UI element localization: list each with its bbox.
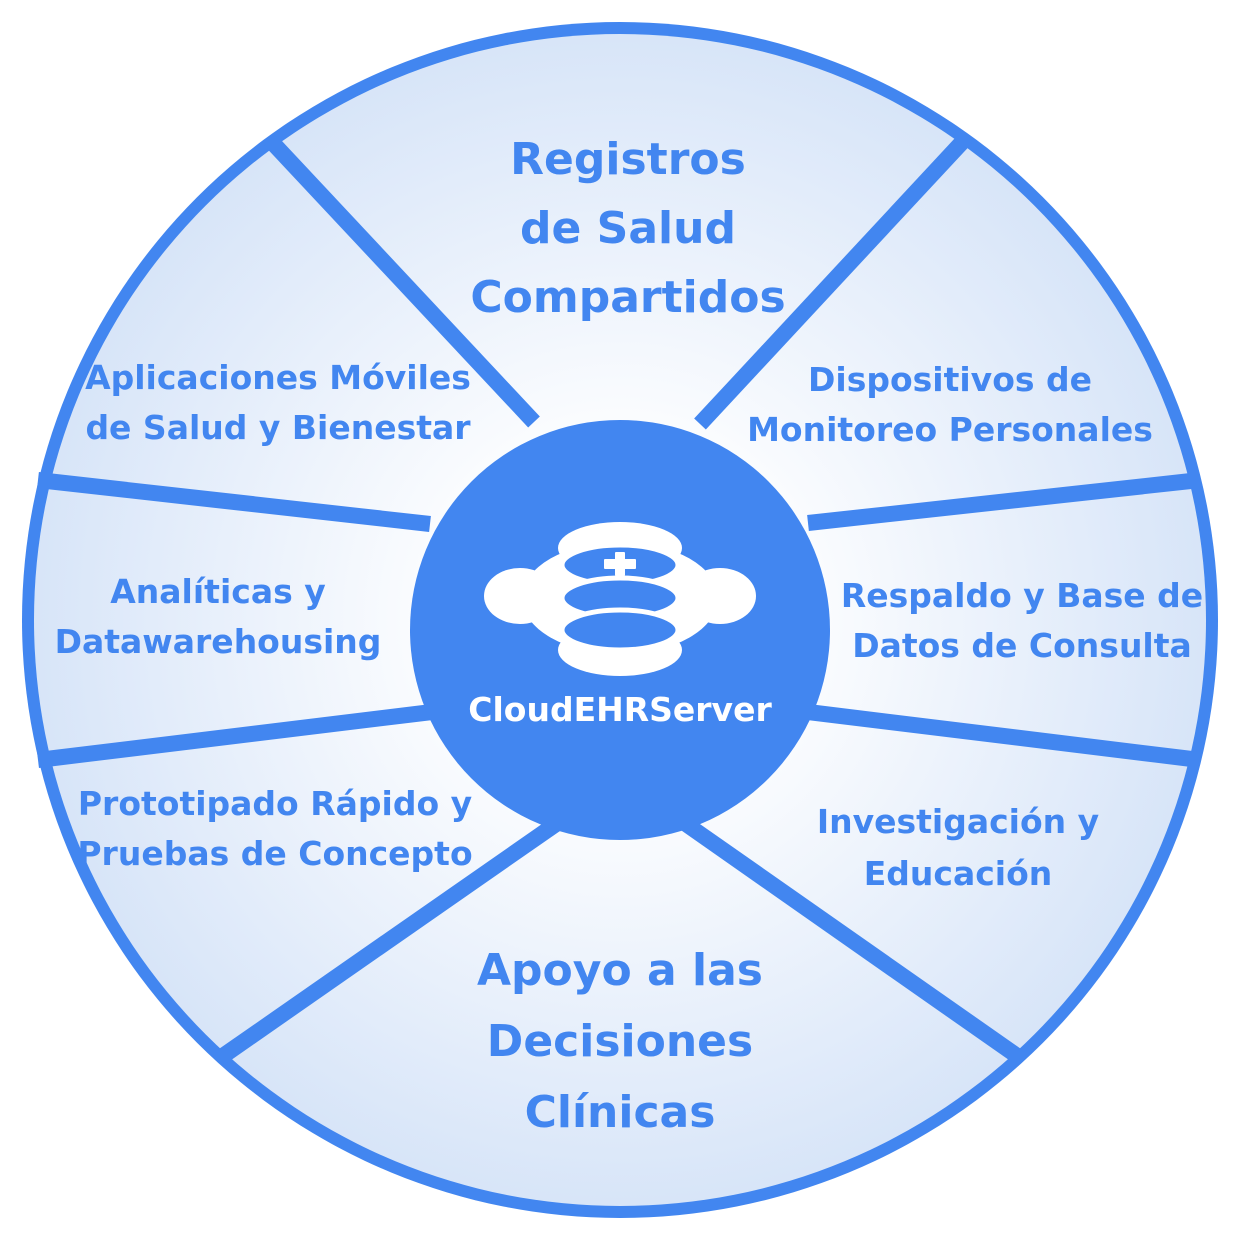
segment-label-left: Analíticas y Datawarehousing bbox=[55, 572, 382, 661]
database-cloud-icon bbox=[484, 522, 756, 676]
segment-label-line: Clínicas bbox=[525, 1087, 716, 1138]
spoke-divider bbox=[264, 134, 540, 428]
segment-label-bottom-right: Investigación y Educación bbox=[817, 802, 1099, 893]
spoke-divider bbox=[681, 817, 1025, 1065]
spoke-divider bbox=[807, 704, 1201, 768]
segment-label-top-left: Aplicaciones Móviles de Salud y Bienestar bbox=[85, 358, 471, 447]
spoke-divider bbox=[694, 132, 972, 430]
segment-label-line: Prototipado Rápido y bbox=[78, 784, 472, 823]
segment-label-line: Datos de Consulta bbox=[852, 626, 1192, 665]
segment-label-line: de Salud bbox=[520, 203, 736, 254]
spoke-dividers bbox=[37, 132, 1201, 1065]
segment-label-top-right: Dispositivos de Monitoreo Personales bbox=[747, 360, 1153, 449]
segment-label-line: Monitoreo Personales bbox=[747, 410, 1153, 449]
segment-label-right: Respaldo y Base de Datos de Consulta bbox=[841, 576, 1203, 665]
segment-label-line: Datawarehousing bbox=[55, 622, 382, 661]
segment-label-line: Educación bbox=[864, 854, 1053, 893]
segment-label-bottom-left: Prototipado Rápido y Pruebas de Concepto bbox=[77, 784, 472, 873]
database-stack-icon bbox=[559, 542, 681, 653]
spoke-divider bbox=[37, 472, 431, 532]
segment-label-line: Decisiones bbox=[487, 1016, 753, 1067]
spoke-divider bbox=[215, 817, 561, 1065]
spoke-divider bbox=[807, 472, 1201, 531]
spoke-divider bbox=[37, 704, 433, 768]
segment-label-line: de Salud y Bienestar bbox=[85, 408, 471, 447]
hub-label: CloudEHRServer bbox=[468, 690, 772, 729]
segment-label-line: Respaldo y Base de bbox=[841, 576, 1203, 615]
segment-label-line: Compartidos bbox=[470, 272, 785, 323]
segment-label-line: Pruebas de Concepto bbox=[77, 834, 472, 873]
segment-label-line: Investigación y bbox=[817, 802, 1099, 841]
segment-label-line: Dispositivos de bbox=[808, 360, 1092, 399]
segment-label-line: Analíticas y bbox=[110, 572, 325, 611]
segment-label-line: Registros bbox=[510, 134, 746, 185]
segment-label-line: Aplicaciones Móviles bbox=[85, 358, 471, 397]
segment-label-line: Apoyo a las bbox=[477, 945, 763, 996]
